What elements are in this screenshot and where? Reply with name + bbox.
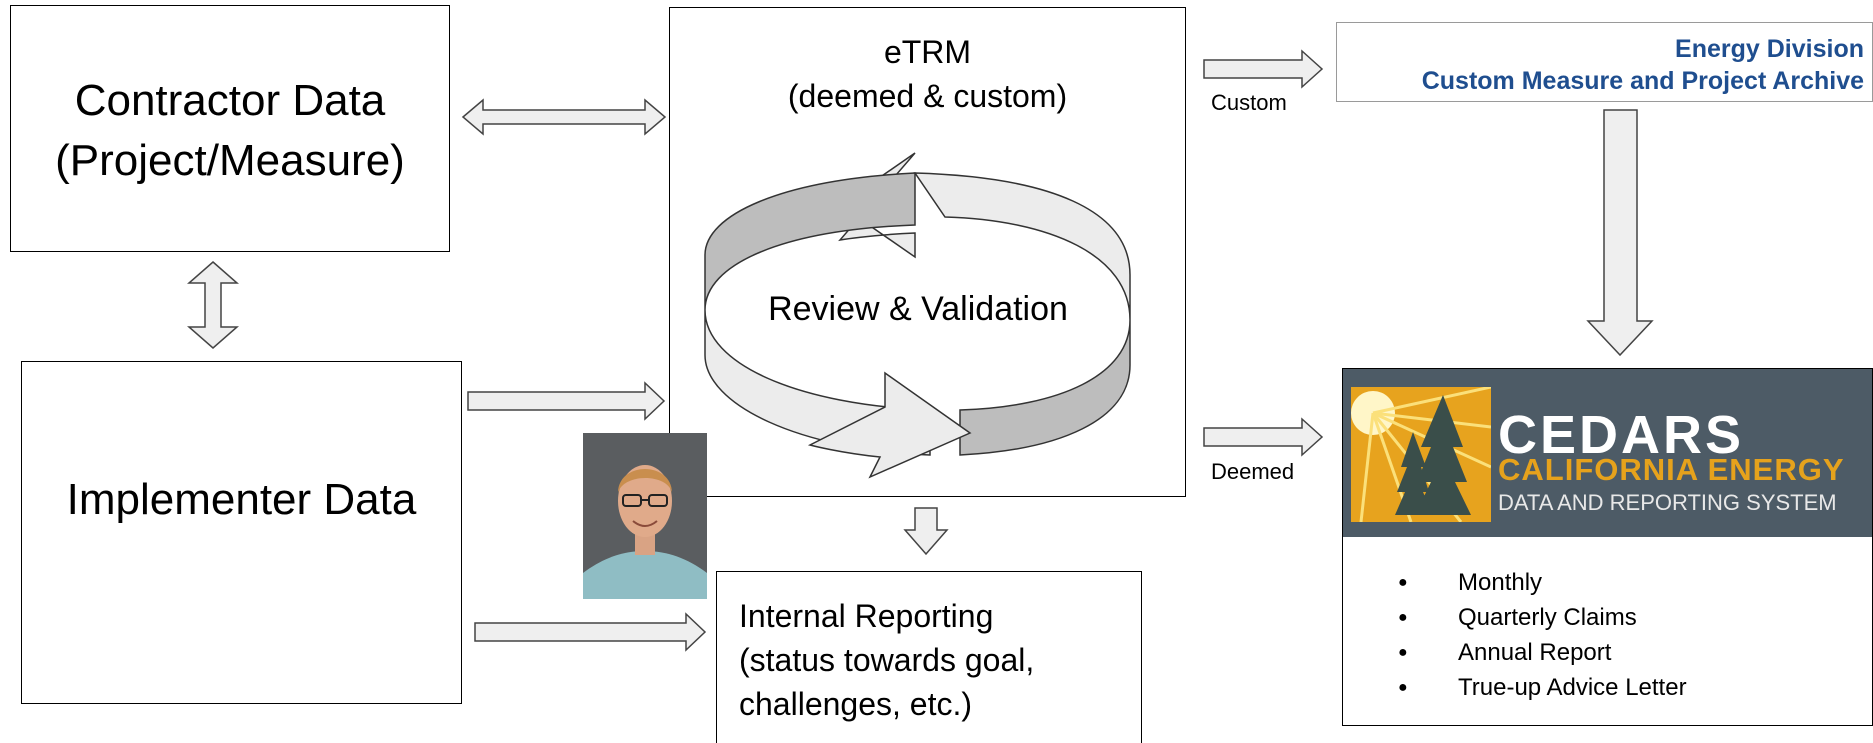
person-photo — [583, 433, 707, 599]
cedars-reporting-list: Monthly Quarterly Claims Annual Report T… — [1398, 565, 1687, 705]
arrow-deemed — [1203, 417, 1324, 457]
arrow-custom — [1203, 49, 1324, 89]
internal-reporting-line2: (status towards goal, — [739, 642, 1035, 678]
etrm-subtitle: (deemed & custom) — [787, 78, 1068, 114]
trees-logo-icon — [1395, 395, 1471, 515]
internal-reporting-box: Internal Reporting (status towards goal,… — [716, 571, 1142, 743]
etrm-title: eTRM — [883, 34, 972, 70]
energy-division-archive-box: Energy Division Custom Measure and Proje… — [1336, 22, 1873, 102]
energy-division-title: Energy Division — [1675, 35, 1864, 63]
review-cycle-graphic: Review & Validation — [704, 152, 1131, 479]
list-item: Annual Report — [1398, 635, 1687, 670]
implementer-data-box: Implementer Data — [21, 361, 462, 704]
implementer-data-title: Implementer Data — [66, 475, 417, 524]
deemed-label: Deemed — [1211, 459, 1295, 484]
cedars-subtitle-1: CALIFORNIA ENERGY — [1498, 452, 1845, 487]
energy-division-subtitle: Custom Measure and Project Archive — [1421, 67, 1864, 95]
cycle-ribbon-lower-right — [959, 319, 1131, 456]
arrow-etrm-internal — [903, 507, 949, 556]
contractor-data-title: Contractor Data — [74, 76, 386, 125]
cycle-arrowhead-top — [838, 152, 916, 259]
list-item: Quarterly Claims — [1398, 600, 1687, 635]
double-arrow-contractor-implementer — [187, 261, 239, 349]
internal-reporting-title: Internal Reporting — [739, 598, 994, 634]
custom-label: Custom — [1211, 90, 1287, 115]
arrow-ed-cedars — [1586, 109, 1654, 357]
cedars-title: CEDARS — [1498, 405, 1745, 465]
cycle-label: Review & Validation — [768, 290, 1068, 328]
list-item: Monthly — [1398, 565, 1687, 600]
contractor-data-subtitle: (Project/Measure) — [55, 136, 405, 185]
list-item: True-up Advice Letter — [1398, 670, 1687, 705]
sun-logo-icon — [1351, 387, 1491, 522]
cedars-subtitle-2: DATA AND REPORTING SYSTEM — [1498, 490, 1837, 515]
double-arrow-contractor-etrm — [461, 98, 667, 136]
arrow-implementer-etrm — [467, 381, 666, 421]
arrow-implementer-internal — [474, 612, 707, 652]
contractor-data-box: Contractor Data (Project/Measure) — [10, 5, 450, 252]
internal-reporting-line3: challenges, etc.) — [739, 686, 973, 722]
cedars-box: CEDARS CALIFORNIA ENERGY DATA AND REPORT… — [1342, 368, 1873, 726]
cycle-arrowhead-bottom — [807, 371, 972, 479]
cedars-banner: CEDARS CALIFORNIA ENERGY DATA AND REPORT… — [1343, 369, 1872, 537]
